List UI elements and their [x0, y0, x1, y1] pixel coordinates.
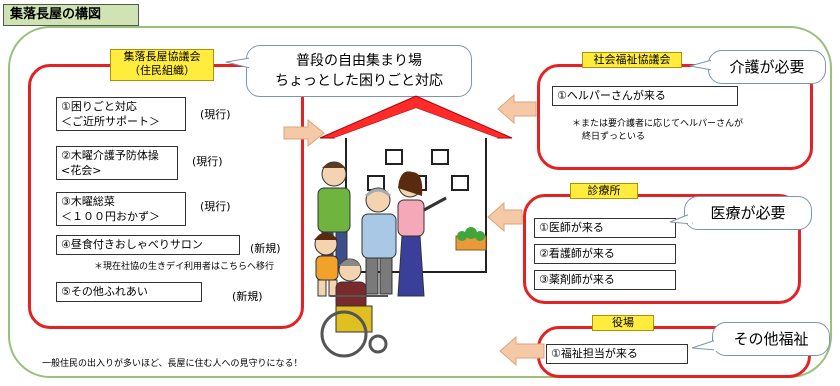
social-welfare-item: ①ヘルパーさんが来る [552, 86, 738, 106]
clinic-box [523, 194, 801, 304]
town-office-item: ①福祉担当が来る [546, 344, 688, 364]
council-item-1-line1: ①困りごと対応 [61, 100, 137, 113]
council-item-3: ③木曜総菜 ＜１００円おかず＞ [56, 192, 186, 226]
arrow-from-council [283, 118, 325, 148]
council-item-1: ①困りごと対応 ＜ご近所サポート＞ [56, 97, 186, 131]
diagram-title: 集落長屋の構図 [3, 4, 139, 26]
clinic-item-1: ①医師が来る [534, 218, 676, 238]
council-label-line2: （住民組織） [129, 64, 195, 77]
center-callout-line2: ちょっとした困りごと対応 [275, 73, 443, 89]
care-needed-callout: 介護が必要 [708, 50, 826, 84]
medical-needed-callout: 医療が必要 [684, 196, 812, 230]
social-welfare-label: 社会福祉協議会 [582, 52, 682, 68]
arrow-from-clinic [487, 201, 523, 233]
footer-note: 一般住民の出入りが多いほど、長屋に住む人への見守りになる！ [42, 359, 303, 369]
council-label: 集落長屋協議会 （住民組織） [110, 49, 214, 81]
social-welfare-note-line1: ＊または要介護者に応じてヘルパーさんが [572, 119, 744, 129]
council-item-5: ⑤その他ふれあい [56, 282, 202, 302]
flow-arrows [283, 93, 545, 367]
council-item-1-status: (現行) [200, 108, 231, 121]
center-callout: 普段の自由集まり場 ちょっとした困りごと対応 [246, 45, 472, 97]
center-callout-line1: 普段の自由集まり場 [296, 53, 422, 69]
residents-illustration [314, 161, 447, 358]
social-welfare-note: ＊または要介護者に応じてヘルパーさんが 終日ずっといる [572, 116, 743, 142]
council-item-3-line2: ＜１００円おかず＞ [61, 210, 160, 223]
callout-tail-covers [249, 57, 717, 351]
arrow-from-town-office [499, 335, 545, 367]
council-item-5-status: (新規) [232, 290, 263, 303]
town-office-label: 役場 [592, 315, 654, 331]
other-welfare-callout: その他福祉 [712, 322, 830, 356]
council-label-line1: 集落長屋協議会 [123, 50, 201, 63]
social-welfare-note-line2: 終日ずっといる [582, 132, 646, 142]
council-note: ＊現在社協の生きデイ利用者はこちらへ移行 [94, 262, 275, 272]
council-item-3-status: (現行) [200, 200, 231, 213]
council-item-4: ④昼食付きおしゃべりサロン [56, 235, 240, 255]
council-item-2-line2: <花会> [61, 164, 102, 177]
clinic-label: 診療所 [570, 183, 638, 199]
clinic-item-3: ③薬剤師が来る [534, 270, 676, 290]
council-item-5-line1: ⑤その他ふれあい [61, 285, 148, 298]
clinic-item-2: ②看護師が来る [534, 244, 676, 264]
outer-frame [8, 26, 832, 378]
council-item-4-status: (新規) [250, 242, 281, 255]
arrow-from-social-welfare [497, 93, 537, 125]
council-item-2-status: (現行) [192, 155, 223, 168]
council-item-4-line1: ④昼食付きおしゃべりサロン [61, 238, 203, 251]
council-item-2-line1: ②木曜介護予防体操 [61, 149, 159, 162]
council-item-2: ②木曜介護予防体操 <花会> [56, 146, 178, 180]
council-item-3-line1: ③木曜総菜 [61, 195, 115, 208]
council-item-1-line2: ＜ご近所サポート＞ [61, 115, 160, 128]
